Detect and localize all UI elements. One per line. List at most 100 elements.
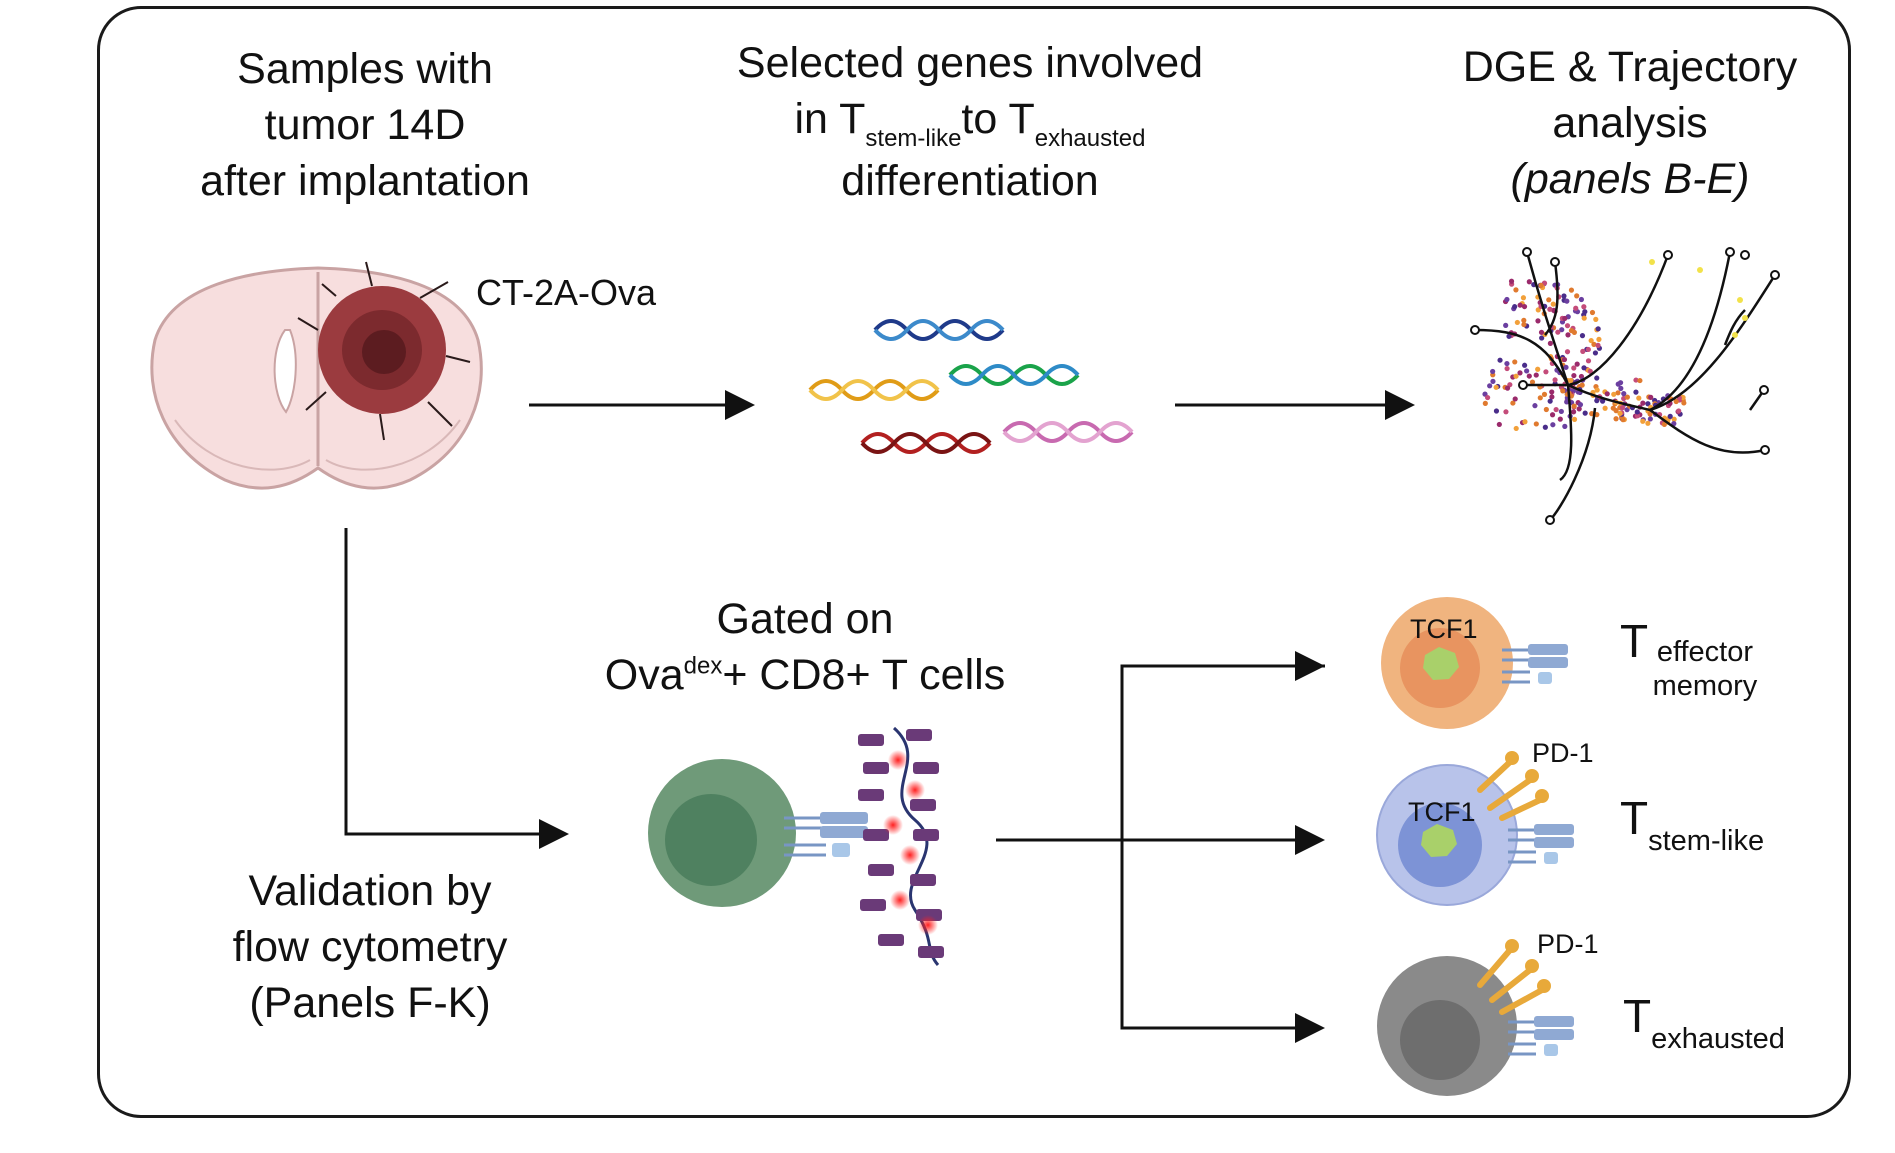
trajectory-dot — [1547, 340, 1553, 346]
trajectory-dot — [1581, 315, 1587, 321]
effector-sub-line2: memory — [1652, 669, 1758, 702]
trajectory-dot — [1649, 259, 1655, 265]
trajectory-dot — [1602, 405, 1608, 411]
trajectory-dot — [1681, 400, 1687, 406]
tumor-label: CT-2A-Ova — [476, 272, 657, 313]
trajectory-plot-icon — [1470, 247, 1780, 525]
trajectory-dot — [1503, 322, 1509, 328]
trajectory-dot — [1560, 388, 1566, 394]
trajectory-dot — [1676, 408, 1682, 414]
effector-t: T — [1620, 615, 1649, 667]
trajectory-dot — [1504, 365, 1510, 372]
trajectory-dot — [1636, 395, 1642, 401]
gated-rest: + CD8+ T cells — [722, 650, 1006, 699]
dna-strands-icon — [808, 319, 1134, 454]
exhausted-name: Texhausted — [1623, 993, 1785, 1056]
stem-t: T — [1620, 792, 1649, 844]
effector-memory-cell-icon — [1381, 597, 1568, 729]
arrow-sample-to-flow — [344, 528, 569, 849]
genes-line2-pre: in T — [794, 94, 866, 143]
trajectory-dot — [1604, 391, 1610, 397]
exhausted-t: T — [1623, 990, 1652, 1042]
trajectory-dot — [1648, 394, 1654, 400]
trajectory-dot — [1577, 402, 1584, 408]
trajectory-dot — [1633, 389, 1639, 395]
trajectory-dot — [1546, 297, 1552, 303]
trajectory-dot — [1522, 419, 1528, 425]
trajectory-dot — [1557, 416, 1563, 422]
trajectory-dot — [1574, 361, 1580, 367]
dge-heading: DGE & Trajectory analysis (panels B-E) — [1430, 40, 1830, 208]
trajectory-dot — [1737, 297, 1743, 303]
mhc-monomer — [918, 946, 944, 958]
trajectory-dot — [1496, 421, 1502, 428]
trajectory-dot — [1550, 301, 1556, 307]
trajectory-dot — [1571, 372, 1577, 379]
genes-line2: in Tstem-liketo Texhausted — [690, 92, 1250, 154]
trajectory-dot — [1742, 315, 1748, 321]
trajectory-dot — [1533, 421, 1539, 427]
trajectory-dot — [1588, 337, 1594, 344]
trajectory-dot — [1535, 307, 1541, 313]
fluorophore-dot — [890, 890, 910, 910]
trajectory-dot — [1673, 398, 1679, 405]
trajectory-dot — [1619, 405, 1626, 411]
trajectory-dot — [1613, 416, 1619, 422]
trajectory-dot — [1565, 332, 1571, 338]
trajectory-dot — [1539, 335, 1545, 341]
trajectory-dot — [1497, 357, 1503, 363]
trajectory-dot — [1624, 394, 1630, 400]
trajectory-dot — [1513, 425, 1519, 432]
trajectory-dot — [1613, 408, 1619, 414]
trajectory-dot — [1640, 418, 1646, 424]
trajectory-dot — [1552, 377, 1558, 383]
trajectory-dot — [1490, 378, 1496, 384]
validation-line1: Validation by — [248, 867, 492, 915]
exhausted-cell-icon — [1377, 939, 1574, 1096]
trajectory-dot — [1571, 365, 1577, 371]
trajectory-dot — [1487, 383, 1493, 389]
samples-line1: Samples with — [237, 45, 493, 93]
trajectory-dot — [1564, 298, 1570, 304]
trajectory-dot — [1553, 406, 1559, 413]
trajectory-dot — [1532, 403, 1538, 409]
mhc-monomer — [868, 864, 894, 876]
mhc-monomer — [913, 829, 939, 841]
mhc-monomer — [878, 934, 904, 946]
trajectory-dot — [1522, 362, 1528, 368]
genes-heading: Selected genes involved in Tstem-liketo … — [690, 36, 1250, 210]
trajectory-dot — [1513, 287, 1519, 293]
genes-sub-stem-like: stem-like — [865, 125, 962, 153]
gated-line2: Ovadex+ CD8+ T cells — [560, 648, 1050, 704]
trajectory-dot — [1542, 424, 1548, 430]
trajectory-dot — [1667, 413, 1673, 419]
trajectory-dot — [1514, 319, 1520, 326]
trajectory-dot — [1571, 416, 1578, 422]
trajectory-dot — [1574, 293, 1580, 299]
stem-like-name: Tstem-like — [1620, 795, 1764, 858]
trajectory-dot — [1485, 394, 1491, 401]
trajectory-dot — [1568, 377, 1574, 384]
effector-tcf1-label: TCF1 — [1410, 614, 1478, 644]
trajectory-dot — [1637, 377, 1643, 384]
trajectory-dot — [1582, 410, 1588, 416]
trajectory-dot — [1634, 413, 1641, 419]
trajectory-dot — [1538, 282, 1544, 289]
trajectory-dot — [1558, 408, 1564, 415]
trajectory-dot — [1564, 399, 1570, 405]
trajectory-dot — [1521, 321, 1527, 328]
fluorophore-dot — [900, 845, 920, 865]
trajectory-dot — [1617, 410, 1623, 417]
trajectory-dot — [1594, 387, 1600, 393]
trajectory-dot — [1517, 302, 1523, 308]
trajectory-dot — [1541, 391, 1548, 397]
trajectory-dot — [1550, 422, 1556, 428]
trajectory-dot — [1647, 416, 1653, 422]
trajectory-dot — [1508, 278, 1515, 284]
trajectory-dot — [1561, 356, 1568, 363]
stem-like-cell-icon — [1376, 751, 1574, 906]
trajectory-dot — [1571, 403, 1577, 409]
trajectory-dot — [1633, 377, 1639, 383]
trajectory-dot — [1576, 406, 1582, 412]
trajectory-dot — [1555, 329, 1561, 335]
